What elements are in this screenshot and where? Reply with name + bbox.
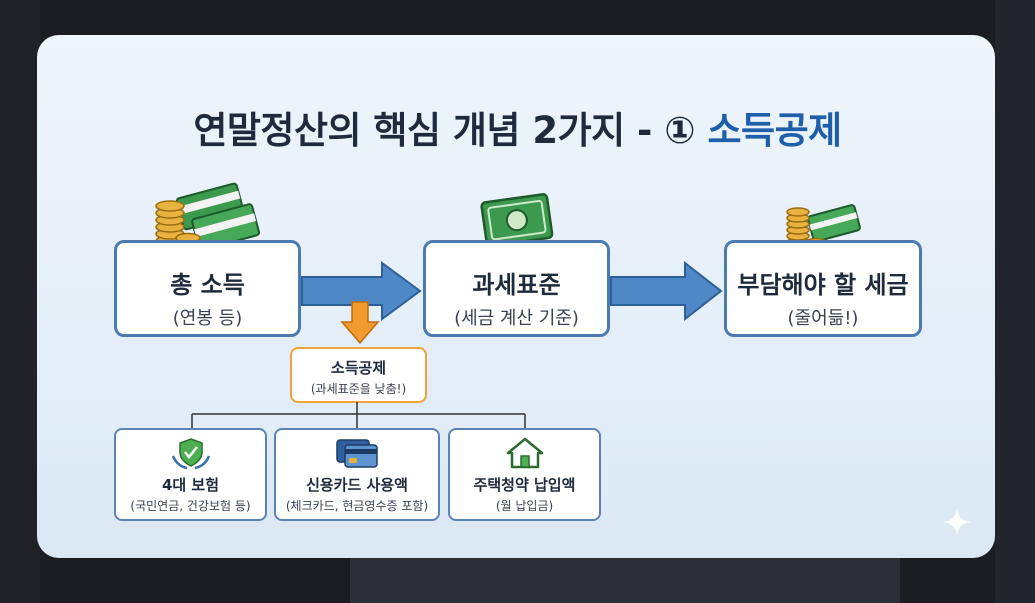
slide-title: 연말정산의 핵심 개념 2가지 - ① 소득공제	[0, 100, 1035, 154]
item-credit-card: 신용카드 사용액 (체크카드, 현금영수증 포함)	[274, 428, 440, 521]
item-housing-subscription-sub: (월 납입금)	[495, 499, 554, 513]
shield-hands-icon	[171, 438, 210, 470]
tax-payable-box: 부담해야 할 세금 (줄어듦!)	[724, 240, 922, 337]
title-accent: 소득공제	[707, 109, 843, 152]
arrow-deduction-down	[340, 301, 380, 345]
income-deduction-label: 소득공제	[330, 359, 387, 377]
total-income-label: 총 소득	[170, 271, 245, 299]
tax-base-label: 과세표준	[472, 271, 561, 299]
title-prefix: 연말정산의 핵심 개념 2가지 - ①	[193, 109, 696, 152]
income-deduction-box: 소득공제 (과세표준을 낮춤!)	[290, 347, 427, 403]
total-income-sub: (연봉 등)	[172, 308, 243, 329]
sparkle-icon	[942, 507, 972, 537]
item-credit-card-sub: (체크카드, 현금영수증 포함)	[285, 499, 429, 513]
deduction-connector-lines	[191, 402, 526, 430]
item-housing-subscription: 주택청약 납입액 (월 납입금)	[448, 428, 601, 521]
house-icon	[506, 437, 543, 469]
background-left-panel	[0, 0, 40, 603]
item-credit-card-label: 신용카드 사용액	[306, 476, 408, 494]
item-social-insurance-label: 4대 보험	[161, 476, 220, 494]
tax-base-sub: (세금 계산 기준)	[454, 308, 579, 329]
tax-payable-label: 부담해야 할 세금	[737, 271, 909, 299]
total-income-box: 총 소득 (연봉 등)	[114, 240, 301, 337]
arrow-taxbase-to-tax	[610, 260, 723, 322]
tax-payable-sub: (줄어듦!)	[787, 308, 859, 329]
item-social-insurance: 4대 보험 (국민연금, 건강보험 등)	[114, 428, 267, 521]
background-right-panel	[995, 0, 1035, 603]
item-social-insurance-sub: (국민연금, 건강보험 등)	[130, 499, 251, 513]
tax-base-box: 과세표준 (세금 계산 기준)	[423, 240, 610, 337]
item-housing-subscription-label: 주택청약 납입액	[473, 476, 576, 494]
credit-card-icon	[336, 439, 378, 468]
income-deduction-sub: (과세표준을 낮춤!)	[310, 382, 407, 396]
arrow-income-to-taxbase	[301, 261, 422, 321]
